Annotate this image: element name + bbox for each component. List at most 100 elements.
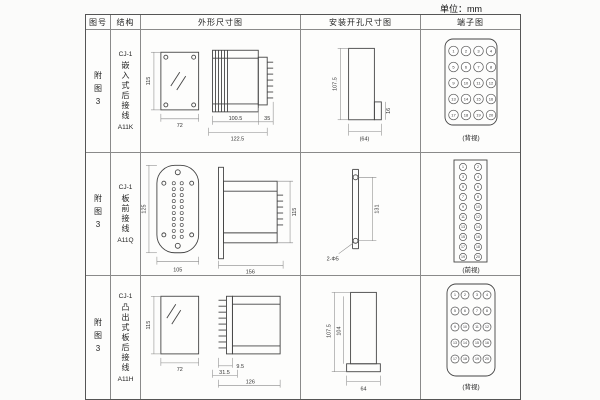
- structure-cell-row1: CJ-1 嵌入式后接线 A11K: [111, 30, 141, 153]
- code-label: A11K: [117, 124, 134, 131]
- terminal-outline: [453, 159, 488, 262]
- dim-body: 100.5: [229, 115, 243, 121]
- col-header-install: 安装开孔尺寸图: [301, 15, 421, 30]
- svg-text:18: 18: [476, 245, 480, 249]
- install-cell-row1: 107.5 16 (64): [301, 30, 421, 153]
- col-header-terminal: 端子图: [421, 15, 520, 30]
- fig-label: 附图3: [93, 194, 103, 234]
- dimension-lines: [338, 176, 377, 254]
- code-label: A11H: [117, 375, 134, 383]
- svg-text:14: 14: [464, 96, 469, 101]
- dim-width: 105: [173, 267, 182, 273]
- svg-text:17: 17: [451, 112, 456, 117]
- structure-label: 板前接线: [121, 194, 130, 234]
- terminal-outline: [446, 283, 496, 377]
- svg-text:15: 15: [461, 235, 465, 239]
- svg-text:16: 16: [485, 341, 489, 345]
- svg-text:6: 6: [465, 64, 468, 69]
- fig-cell-row2: 附图3: [86, 153, 111, 276]
- svg-text:20: 20: [489, 112, 494, 117]
- dim-front: 31.5: [219, 370, 230, 376]
- outline-drawing-a11h: 115 72 9.5 31.5 126: [146, 295, 281, 388]
- svg-text:7: 7: [477, 64, 480, 69]
- dimension-lines: [331, 292, 381, 386]
- svg-text:9: 9: [462, 205, 464, 209]
- svg-text:19: 19: [475, 357, 479, 361]
- front-view: [160, 51, 200, 110]
- terminal-outline: [444, 38, 498, 125]
- svg-text:12: 12: [485, 325, 489, 329]
- dimension-lines: [212, 357, 281, 388]
- dimension-table: 图号 结构 外形尺寸图 安装开孔尺寸图 端子图 附图3 CJ-1 嵌入式后接线 …: [85, 14, 521, 400]
- dim-height: 115: [146, 76, 152, 85]
- dim-height: 115: [146, 321, 152, 330]
- svg-text:18: 18: [463, 357, 467, 361]
- svg-text:13: 13: [451, 96, 456, 101]
- side-view: [218, 166, 284, 259]
- svg-text:5: 5: [452, 64, 455, 69]
- fig-cell-row3: 附图3: [86, 276, 111, 399]
- svg-text:12: 12: [489, 80, 494, 85]
- svg-text:13: 13: [453, 341, 457, 345]
- svg-text:13: 13: [461, 225, 465, 229]
- dim-width: 72: [177, 367, 183, 373]
- svg-text:3: 3: [476, 293, 478, 297]
- svg-text:2: 2: [477, 165, 479, 169]
- outline-cell-row1: 115 72 100.5 35 122.5: [141, 30, 301, 153]
- outline-cell-row3: 115 72 9.5 31.5 126: [141, 276, 301, 399]
- model-label: CJ-1: [118, 184, 133, 191]
- svg-text:14: 14: [463, 341, 467, 345]
- dim-inner: 104: [337, 327, 343, 336]
- cutout-view: [346, 291, 381, 373]
- dimension-lines: [150, 51, 199, 122]
- dim-height: 107.5: [333, 77, 339, 91]
- cutout-view: [348, 47, 382, 120]
- section-view: [352, 168, 359, 249]
- outline-cell-row2: 125 105 115 156: [141, 153, 301, 276]
- code-label: A11Q: [117, 237, 134, 244]
- view-label: (背视): [462, 382, 479, 391]
- svg-text:5: 5: [462, 185, 464, 189]
- install-cell-row2: 131 2-Φ5: [301, 153, 421, 276]
- svg-text:5: 5: [454, 309, 456, 313]
- col-header-outline: 外形尺寸图: [141, 15, 301, 30]
- fig-cell-row1: 附图3: [86, 30, 111, 153]
- svg-text:17: 17: [461, 245, 465, 249]
- structure-label: 嵌入式后接线: [121, 61, 130, 121]
- svg-text:18: 18: [464, 112, 469, 117]
- outline-drawing-a11k: 115 72 100.5 35 122.5: [146, 49, 274, 142]
- view-label: (前视): [462, 265, 479, 274]
- dim-length: 156: [246, 269, 255, 275]
- svg-text:15: 15: [476, 96, 481, 101]
- install-drawing-a11k: 107.5 16 (64): [333, 47, 392, 142]
- dim-height: 107.5: [327, 324, 333, 338]
- dim-width: 72: [177, 122, 183, 128]
- svg-text:11: 11: [475, 325, 479, 329]
- svg-text:9: 9: [454, 325, 456, 329]
- svg-text:10: 10: [464, 80, 469, 85]
- svg-text:8: 8: [486, 309, 488, 313]
- fig-label: 附图3: [93, 71, 103, 111]
- dim-total: 122.5: [231, 136, 245, 142]
- dim-side-height: 115: [292, 207, 298, 216]
- svg-text:20: 20: [485, 357, 489, 361]
- svg-text:4: 4: [486, 293, 488, 297]
- svg-text:8: 8: [490, 64, 493, 69]
- dim-width: 64: [360, 387, 366, 393]
- svg-text:7: 7: [462, 195, 464, 199]
- install-drawing-a11q: 131 2-Φ5: [327, 168, 380, 262]
- dimension-lines: [218, 180, 294, 269]
- dim-pin: 9.5: [236, 364, 244, 370]
- dim-pitch: 131: [374, 204, 380, 213]
- svg-text:16: 16: [489, 96, 494, 101]
- svg-text:12: 12: [476, 215, 480, 219]
- plate-front-view: [156, 164, 200, 253]
- svg-text:6: 6: [464, 309, 466, 313]
